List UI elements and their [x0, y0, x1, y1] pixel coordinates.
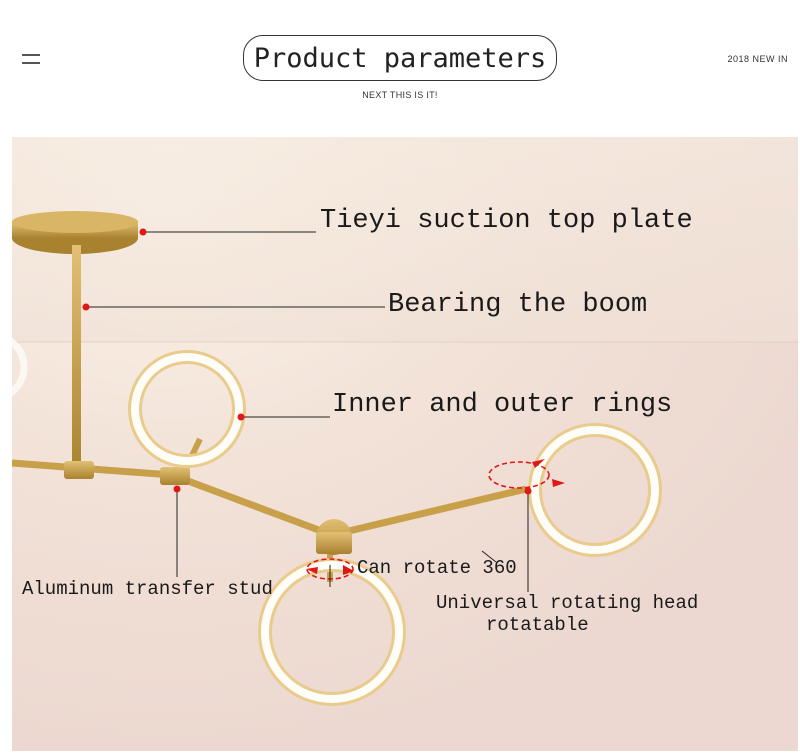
callout-line-head-diag — [481, 550, 497, 563]
ring-upper-light — [131, 353, 243, 465]
callout-dot-head — [524, 487, 532, 495]
callout-head-line1: Universal rotating head — [436, 592, 699, 614]
top-plate-face — [12, 211, 138, 233]
ceiling — [12, 137, 798, 342]
product-photo — [12, 137, 798, 751]
page-title: Product parameters — [243, 35, 557, 81]
boom-rod — [72, 245, 81, 473]
page-subtitle: NEXT THIS IS IT! — [362, 90, 438, 100]
boom-stud — [64, 461, 94, 479]
transfer-stud — [160, 467, 190, 485]
new-in-badge: 2018 NEW IN — [727, 54, 788, 64]
rotation-arrow-right-bottom — [552, 479, 565, 487]
rotation-marker-right — [488, 461, 550, 489]
rotation-arrow-right-top — [532, 459, 545, 468]
callout-dot-boom — [82, 303, 90, 311]
ring-lower-light — [261, 561, 403, 703]
callout-head-line2: rotatable — [486, 614, 589, 636]
chandelier-illustration — [12, 137, 798, 751]
center-hub-body — [316, 532, 352, 554]
callout-boom: Bearing the boom — [388, 290, 648, 320]
arm-center — [170, 471, 334, 539]
callout-dot-top-plate — [139, 228, 147, 236]
callout-stud: Aluminum transfer stud — [22, 578, 273, 600]
arm-right — [331, 485, 527, 539]
callout-rings: Inner and outer rings — [332, 390, 673, 420]
menu-icon[interactable] — [22, 54, 40, 66]
rotation-arrow-lower-right — [343, 565, 354, 575]
callout-top-plate: Tieyi suction top plate — [320, 206, 693, 236]
page-title-text: Product parameters — [253, 42, 547, 74]
rotation-arrow-lower-left — [306, 567, 318, 574]
callout-dot-stud — [173, 485, 181, 493]
edge-ring — [12, 337, 28, 397]
callout-dot-rings — [237, 413, 245, 421]
ring-right-light — [531, 426, 659, 554]
callout-rotate: Can rotate 360 — [357, 557, 517, 579]
